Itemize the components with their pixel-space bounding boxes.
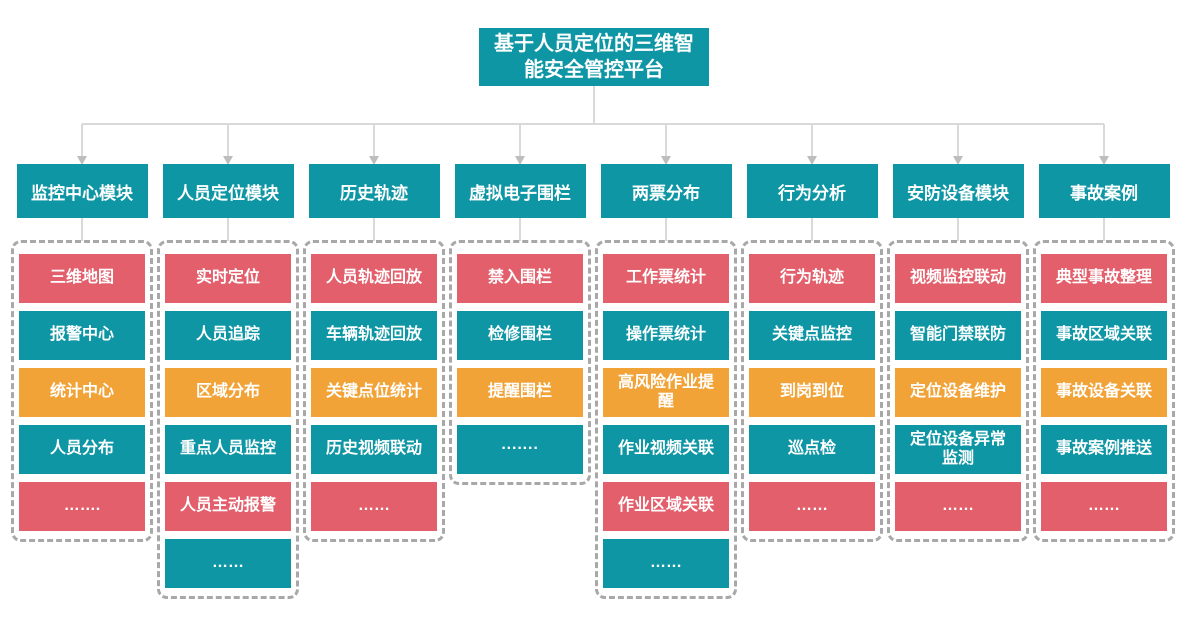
- module-item: ……: [165, 539, 291, 588]
- module-item: 定位设备异常监测: [895, 425, 1021, 474]
- module-item: 作业区域关联: [603, 482, 729, 531]
- module-header: 监控中心模块: [16, 164, 148, 218]
- module-header: 行为分析: [746, 164, 878, 218]
- module-items-panel: 工作票统计 操作票统计 高风险作业提醒 作业视频关联 作业区域关联 ……: [595, 240, 737, 599]
- module-item: 视频监控联动: [895, 254, 1021, 303]
- module-item: 车辆轨迹回放: [311, 311, 437, 360]
- module-item: 事故区域关联: [1041, 311, 1167, 360]
- module-column: 虚拟电子围栏 禁入围栏 检修围栏 提醒围栏 ·······: [449, 164, 591, 599]
- module-item: 高风险作业提醒: [603, 368, 729, 417]
- module-header: 人员定位模块: [162, 164, 294, 218]
- module-item: ……: [311, 482, 437, 531]
- module-columns: 监控中心模块 三维地图 报警中心 统计中心 人员分布 ……. 人员定位模块 实时…: [11, 164, 1175, 599]
- root-node: 基于人员定位的三维智 能安全管控平台: [479, 28, 709, 86]
- module-column: 安防设备模块 视频监控联动 智能门禁联防 定位设备维护 定位设备异常监测 ……: [887, 164, 1029, 599]
- root-title-line2: 能安全管控平台: [524, 59, 664, 81]
- module-items-panel: 实时定位 人员追踪 区域分布 重点人员监控 人员主动报警 ……: [157, 240, 299, 599]
- module-items-panel: 人员轨迹回放 车辆轨迹回放 关键点位统计 历史视频联动 ……: [303, 240, 445, 542]
- module-items-panel: 视频监控联动 智能门禁联防 定位设备维护 定位设备异常监测 ……: [887, 240, 1029, 542]
- module-column: 监控中心模块 三维地图 报警中心 统计中心 人员分布 …….: [11, 164, 153, 599]
- module-item: 检修围栏: [457, 311, 583, 360]
- module-column: 事故案例 典型事故整理 事故区域关联 事故设备关联 事故案例推送 ……: [1033, 164, 1175, 599]
- module-item: 提醒围栏: [457, 368, 583, 417]
- module-item: 人员主动报警: [165, 482, 291, 531]
- module-column: 两票分布 工作票统计 操作票统计 高风险作业提醒 作业视频关联 作业区域关联 ……: [595, 164, 737, 599]
- module-item: 禁入围栏: [457, 254, 583, 303]
- module-item: 人员分布: [19, 425, 145, 474]
- module-item: 关键点监控: [749, 311, 875, 360]
- module-header: 安防设备模块: [892, 164, 1024, 218]
- module-item: 统计中心: [19, 368, 145, 417]
- module-item: 人员轨迹回放: [311, 254, 437, 303]
- module-item: 操作票统计: [603, 311, 729, 360]
- module-item: 作业视频关联: [603, 425, 729, 474]
- module-item: ……: [603, 539, 729, 588]
- module-item: 三维地图: [19, 254, 145, 303]
- module-header: 事故案例: [1038, 164, 1170, 218]
- module-item: 事故案例推送: [1041, 425, 1167, 474]
- module-item: ……: [1041, 482, 1167, 531]
- module-items-panel: 典型事故整理 事故区域关联 事故设备关联 事故案例推送 ……: [1033, 240, 1175, 542]
- module-item: 重点人员监控: [165, 425, 291, 474]
- module-item: 人员追踪: [165, 311, 291, 360]
- module-item: 到岗到位: [749, 368, 875, 417]
- module-item: 行为轨迹: [749, 254, 875, 303]
- module-item: 定位设备维护: [895, 368, 1021, 417]
- module-item: ·······: [457, 425, 583, 474]
- module-items-panel: 禁入围栏 检修围栏 提醒围栏 ·······: [449, 240, 591, 485]
- module-items-panel: 三维地图 报警中心 统计中心 人员分布 …….: [11, 240, 153, 542]
- module-item: 典型事故整理: [1041, 254, 1167, 303]
- module-column: 行为分析 行为轨迹 关键点监控 到岗到位 巡点检 ……: [741, 164, 883, 599]
- root-title-line1: 基于人员定位的三维智: [494, 33, 694, 55]
- module-item: 智能门禁联防: [895, 311, 1021, 360]
- module-header: 两票分布: [600, 164, 732, 218]
- module-item: 实时定位: [165, 254, 291, 303]
- module-item: 报警中心: [19, 311, 145, 360]
- module-item: …….: [19, 482, 145, 531]
- module-column: 人员定位模块 实时定位 人员追踪 区域分布 重点人员监控 人员主动报警 ……: [157, 164, 299, 599]
- module-header: 虚拟电子围栏: [454, 164, 586, 218]
- module-item: 历史视频联动: [311, 425, 437, 474]
- module-item: ……: [895, 482, 1021, 531]
- module-item: 工作票统计: [603, 254, 729, 303]
- module-column: 历史轨迹 人员轨迹回放 车辆轨迹回放 关键点位统计 历史视频联动 ……: [303, 164, 445, 599]
- module-header: 历史轨迹: [308, 164, 440, 218]
- module-item: 巡点检: [749, 425, 875, 474]
- module-items-panel: 行为轨迹 关键点监控 到岗到位 巡点检 ……: [741, 240, 883, 542]
- module-item: ……: [749, 482, 875, 531]
- module-item: 区域分布: [165, 368, 291, 417]
- module-item: 事故设备关联: [1041, 368, 1167, 417]
- module-item: 关键点位统计: [311, 368, 437, 417]
